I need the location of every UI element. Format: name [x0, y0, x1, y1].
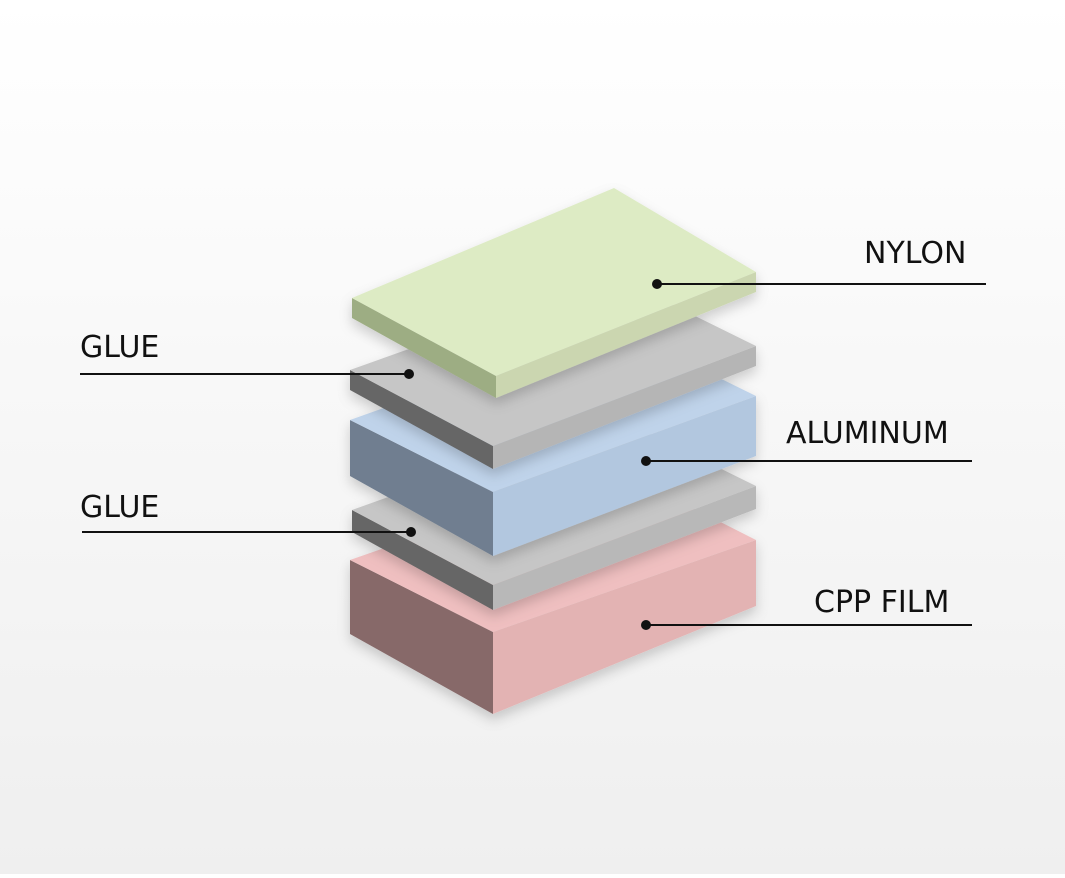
leader-glue-bottom — [82, 527, 416, 537]
label-cpp-film: CPP FILM — [814, 585, 950, 620]
leader-glue-top-dot — [404, 369, 414, 379]
leader-cpp-film — [641, 620, 972, 630]
label-glue-bottom: GLUE — [80, 490, 160, 525]
leader-cpp-film-dot — [641, 620, 651, 630]
leader-nylon — [652, 279, 986, 289]
leader-aluminum-dot — [641, 456, 651, 466]
layer-glue-bottom-front — [493, 486, 756, 610]
layer-nylon-front — [496, 272, 756, 398]
label-aluminum: ALUMINUM — [786, 416, 949, 451]
layer-glue-bottom-side — [352, 510, 493, 610]
layer-glue-top-side — [350, 370, 493, 469]
leader-nylon-dot — [652, 279, 662, 289]
layer-nylon-side — [352, 298, 496, 398]
layer-nylon-top — [352, 188, 756, 376]
leader-glue-top — [80, 369, 414, 379]
layer-nylon — [352, 188, 756, 398]
layer-aluminum-front — [493, 396, 756, 556]
layer-cpp-film-front — [493, 540, 756, 714]
label-nylon: NYLON — [864, 236, 967, 271]
layer-glue-top-front — [493, 346, 756, 469]
leader-glue-bottom-dot — [406, 527, 416, 537]
layer-cpp-film-side — [350, 560, 493, 714]
label-glue-top: GLUE — [80, 330, 160, 365]
layer-aluminum-side — [350, 420, 493, 556]
leader-aluminum — [641, 456, 972, 466]
